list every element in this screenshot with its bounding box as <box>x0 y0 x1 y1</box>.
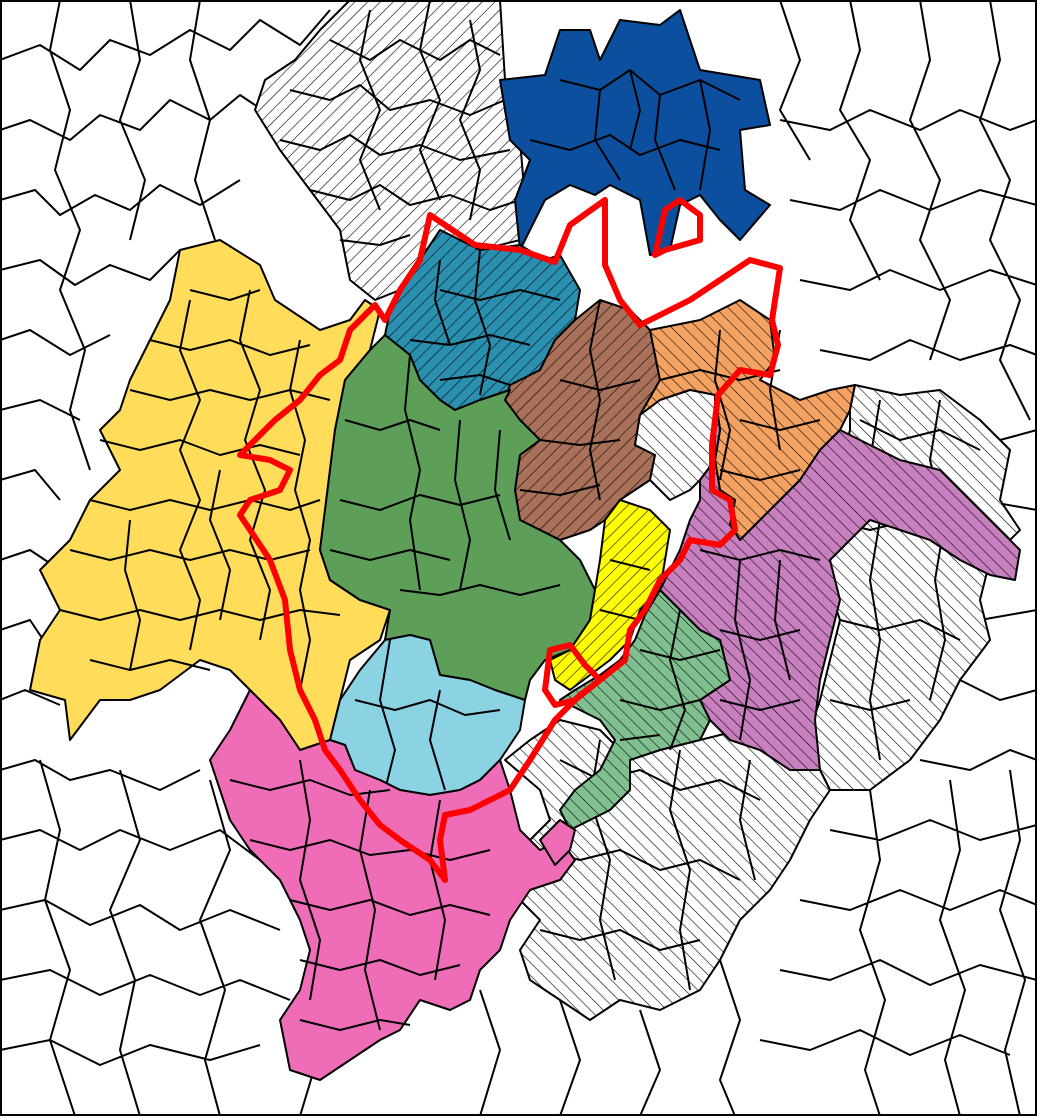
region-pink <box>209 689 576 1081</box>
region-bright-yellow <box>549 499 671 691</box>
region-green <box>319 334 596 701</box>
region-navy <box>499 9 771 256</box>
region-pink-east <box>539 819 576 866</box>
study-area-boundary <box>237 197 783 883</box>
region-yellow <box>29 239 391 751</box>
region-mint <box>559 589 731 831</box>
region-hatched-north <box>254 0 526 301</box>
